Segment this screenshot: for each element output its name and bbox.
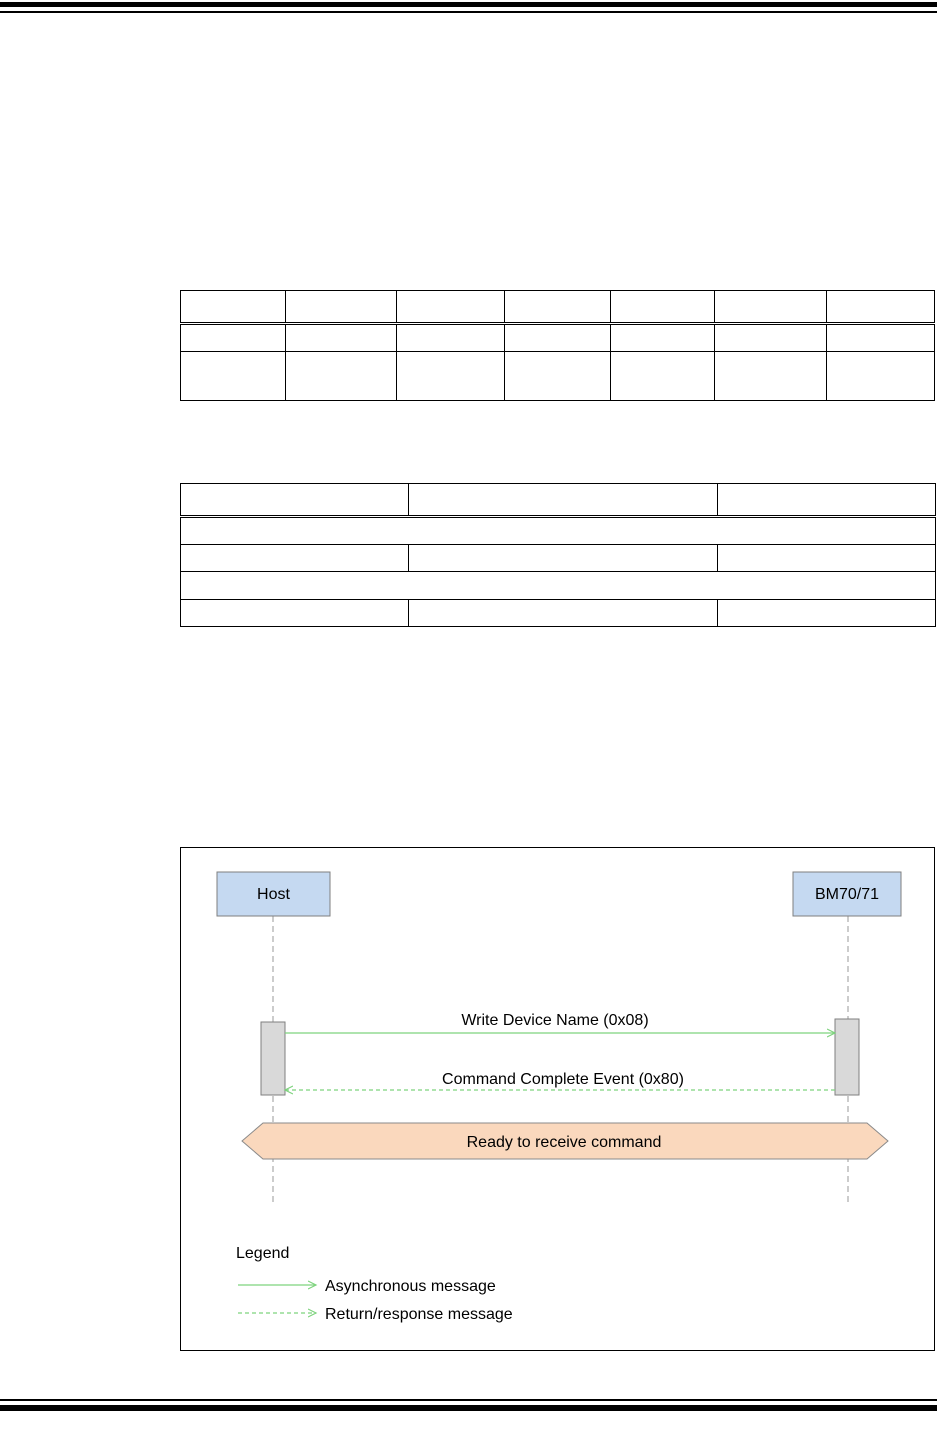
host-box: Host — [216, 871, 331, 917]
legend-return-label: Return/response message — [325, 1306, 513, 1323]
ready-state-band: Ready to receive command — [241, 1122, 889, 1160]
table-cell — [180, 571, 936, 600]
device-activation-bar — [834, 1018, 860, 1096]
legend: Legend Asynchronous message Return/respo… — [236, 1245, 513, 1323]
table-cell — [408, 544, 718, 572]
header-rule-thick — [0, 2, 937, 7]
table-2 — [180, 483, 936, 627]
table-cell — [180, 516, 936, 545]
table-cell — [396, 323, 505, 352]
table-cell — [180, 483, 409, 517]
table-cell — [408, 599, 718, 627]
table-cell — [285, 351, 397, 401]
table-cell — [504, 290, 611, 324]
table-cell — [396, 351, 505, 401]
table-cell — [285, 323, 397, 352]
table-cell — [717, 544, 936, 572]
table-cell — [396, 290, 505, 324]
host-label: Host — [257, 886, 290, 903]
table-cell — [826, 290, 935, 324]
table-cell — [714, 323, 827, 352]
table-row — [180, 323, 935, 352]
table-section-row — [180, 516, 936, 545]
device-box: BM70/71 — [792, 871, 902, 917]
table-cell — [826, 351, 935, 401]
table-cell — [180, 323, 286, 352]
table-row — [180, 483, 936, 517]
table-row — [180, 544, 936, 572]
table-cell — [610, 290, 715, 324]
table-row — [180, 351, 935, 401]
table-cell — [610, 351, 715, 401]
header-rule-thin — [0, 11, 937, 13]
host-activation-bar — [260, 1021, 286, 1096]
table-1 — [180, 290, 935, 401]
table-cell — [504, 351, 611, 401]
table-cell — [180, 599, 409, 627]
table-cell — [180, 351, 286, 401]
table-cell — [285, 290, 397, 324]
table-cell — [408, 483, 718, 517]
ready-state-label: Ready to receive command — [467, 1134, 662, 1151]
table-section-row — [180, 571, 936, 600]
table-row — [180, 290, 935, 324]
sequence-diagram: Host BM70/71 Write Device Name (0x08) Co… — [216, 871, 902, 1323]
table-cell — [717, 483, 936, 517]
sequence-diagram-figure: Host BM70/71 Write Device Name (0x08) Co… — [180, 847, 935, 1351]
table-cell — [714, 351, 827, 401]
table-row — [180, 599, 936, 627]
footer-rule-thin — [0, 1399, 937, 1401]
table-cell — [610, 323, 715, 352]
legend-title: Legend — [236, 1245, 289, 1262]
response-label: Command Complete Event (0x80) — [442, 1071, 684, 1088]
table-cell — [180, 544, 409, 572]
table-cell — [826, 323, 935, 352]
table-cell — [180, 290, 286, 324]
table-cell — [714, 290, 827, 324]
device-label: BM70/71 — [815, 886, 879, 903]
footer-rule-thick — [0, 1405, 937, 1411]
table-cell — [504, 323, 611, 352]
table-cell — [717, 599, 936, 627]
legend-async-label: Asynchronous message — [325, 1278, 496, 1295]
request-label: Write Device Name (0x08) — [461, 1012, 648, 1029]
